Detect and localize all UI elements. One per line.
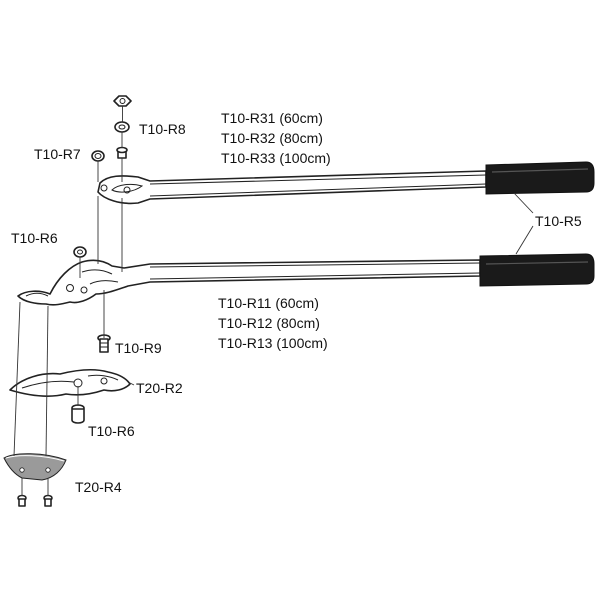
label-t10-r6-bottom: T10-R6 <box>88 423 135 439</box>
upper-grip <box>485 161 595 195</box>
nut-r6-top <box>73 246 87 258</box>
lower-handle <box>17 259 481 306</box>
label-t10-r5: T10-R5 <box>535 213 582 229</box>
label-t10-r7: T10-R7 <box>34 146 81 162</box>
label-t10-r9: T10-R9 <box>115 340 162 356</box>
upper-handle-part-3: T10-R33 (100cm) <box>221 150 331 166</box>
upper-handle-part-1: T10-R31 (60cm) <box>221 110 323 126</box>
upper-handle <box>97 170 487 205</box>
label-t20-r2: T20-R2 <box>136 380 183 396</box>
lower-handle-part-2: T10-R12 (80cm) <box>218 315 320 331</box>
anvil-screws <box>17 494 53 507</box>
leader-lines <box>129 192 534 386</box>
bolt-r8 <box>116 146 128 159</box>
cutting-blade <box>9 369 131 397</box>
label-t20-r4: T20-R4 <box>75 479 122 495</box>
assembly-guides <box>13 106 123 496</box>
anvil-jaw <box>3 453 67 481</box>
upper-handle-part-2: T10-R32 (80cm) <box>221 130 323 146</box>
label-t10-r8: T10-R8 <box>139 121 186 137</box>
nut-r8 <box>113 95 132 107</box>
label-t10-r6-top: T10-R6 <box>11 230 58 246</box>
bolt-r7 <box>91 150 105 162</box>
washer-r8 <box>114 121 130 133</box>
lower-grip <box>479 253 595 287</box>
bolt-r6-bottom <box>71 404 85 424</box>
lower-handle-part-3: T10-R13 (100cm) <box>218 335 328 351</box>
lower-handle-part-1: T10-R11 (60cm) <box>218 295 319 311</box>
